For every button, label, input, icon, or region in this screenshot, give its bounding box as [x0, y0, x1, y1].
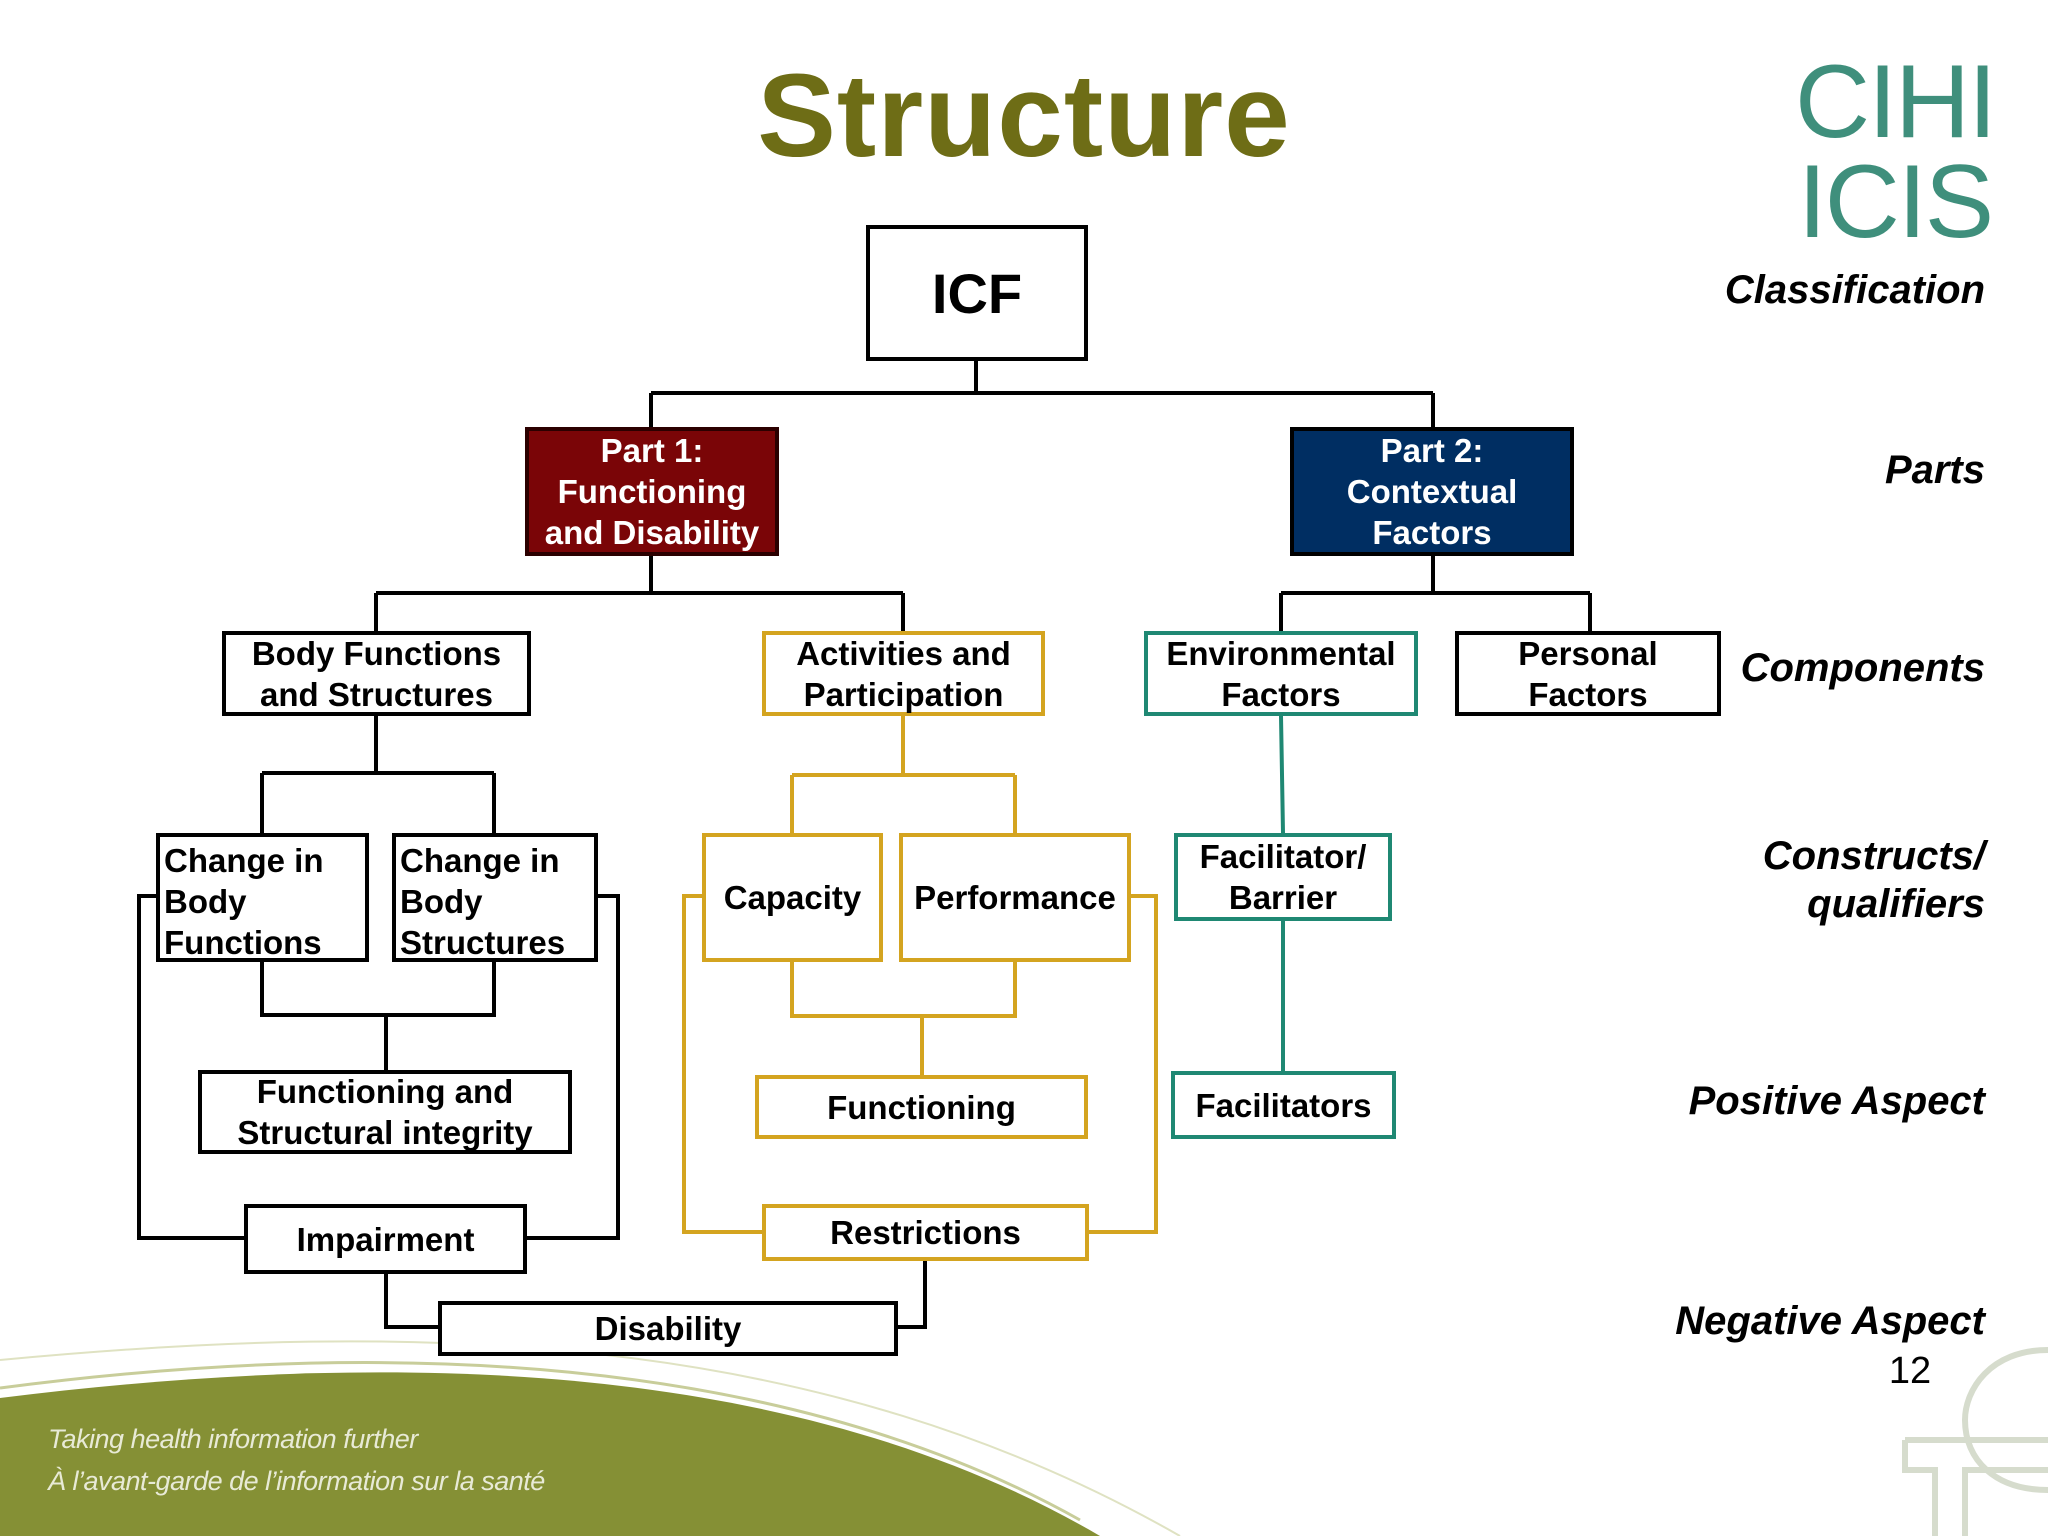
personal-factors-line-2: Factors [1528, 675, 1648, 713]
body-functions-structures-line-1: Body Functions [251, 634, 502, 672]
part-2-line-2: Contextual [1346, 473, 1518, 510]
performance-box: Performance [899, 833, 1131, 962]
level-positive-aspect: Positive Aspect [1688, 1079, 1985, 1123]
body-functions-structures-box: Body Functions and Structures [222, 631, 531, 716]
gold-connectors [682, 716, 1158, 1234]
footer-band [0, 1340, 2048, 1536]
functioning-box: Functioning [755, 1075, 1088, 1139]
change-body-functions-line-3: Functions [164, 924, 322, 961]
activities-participation-line-1: Activities and [796, 634, 1011, 672]
facilitator-barrier-box: Facilitator/ Barrier [1174, 833, 1392, 921]
functioning-structural-integrity-box: Functioning and Structural integrity [198, 1070, 572, 1154]
level-constructs-line-2: qualifiers [1807, 882, 1985, 926]
change-body-structures-line-3: Structures [400, 924, 566, 961]
capacity-box: Capacity [702, 833, 883, 962]
impairment-box: Impairment [244, 1204, 527, 1274]
level-constructs: Constructs/ qualifiers [1763, 832, 1985, 928]
slide-title: Structure [757, 50, 1291, 182]
facilitator-barrier-line-2: Barrier [1228, 879, 1338, 916]
part-2-line-1: Part 2: [1380, 432, 1484, 469]
change-body-functions-line-2: Body [164, 883, 247, 920]
personal-factors-box: Personal Factors [1455, 631, 1721, 716]
facilitators-box: Facilitators [1171, 1071, 1396, 1139]
disability-box: Disability [438, 1301, 898, 1356]
restrictions-to-disability-connector [896, 1261, 927, 1329]
facilitator-barrier-line-1: Facilitator/ [1199, 838, 1367, 875]
cihi-logo: CIHI ICIS [1790, 44, 2000, 260]
level-parts: Parts [1884, 448, 1985, 492]
body-functions-structures-line-2: and Structures [260, 675, 493, 713]
icf-box: ICF [866, 225, 1088, 361]
activities-participation-box: Activities and Participation [762, 631, 1045, 716]
black-connectors [137, 361, 1592, 1329]
restrictions-box: Restrictions [762, 1204, 1089, 1261]
part-1-line-3: and Disability [544, 514, 760, 551]
change-body-structures-line-1: Change in [400, 842, 560, 879]
functioning-structural-integrity-line-1: Functioning and [256, 1073, 514, 1110]
tagline-english: Taking health information further [48, 1424, 418, 1454]
logo-line-1: CIHI [1795, 44, 1997, 160]
level-negative-aspect: Negative Aspect [1675, 1299, 1985, 1343]
environmental-factors-box: Environmental Factors [1144, 631, 1418, 716]
personal-factors-line-1: Personal [1518, 634, 1658, 672]
part-2-line-3: Factors [1372, 514, 1492, 551]
logo-line-2: ICIS [1797, 144, 1994, 260]
level-constructs-line-1: Constructs/ [1762, 834, 1985, 878]
part-1-line-1: Part 1: [600, 432, 704, 469]
part-2-box: Part 2: Contextual Factors [1290, 427, 1574, 556]
change-body-structures-box: Change in Body Structures [392, 833, 598, 962]
environmental-factors-line-1: Environmental [1166, 634, 1396, 672]
level-components: Components [1740, 646, 1985, 690]
activities-participation-line-2: Participation [803, 675, 1004, 713]
teal-connectors [1279, 715, 1285, 1071]
part-1-box: Part 1: Functioning and Disability [525, 427, 779, 556]
page-number: 12 [1888, 1350, 1932, 1392]
part-1-line-2: Functioning [557, 473, 747, 510]
level-classification: Classification [1724, 268, 1985, 312]
change-body-functions-line-1: Change in [164, 842, 324, 879]
change-body-structures-line-2: Body [400, 883, 483, 920]
environmental-factors-line-2: Factors [1221, 675, 1341, 713]
change-body-functions-box: Change in Body Functions [156, 833, 369, 962]
tagline-french: À l’avant-garde de l’information sur la … [48, 1466, 545, 1496]
functioning-structural-integrity-line-2: Structural integrity [237, 1114, 533, 1151]
